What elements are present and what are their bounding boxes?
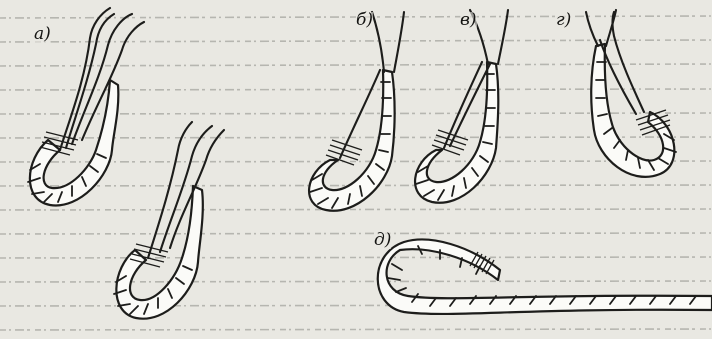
- panel-label-a: а): [34, 26, 51, 43]
- panel-label-g: г): [556, 12, 571, 29]
- eye-splice-d: [378, 240, 712, 314]
- eye-splice-b: [309, 12, 404, 211]
- eye-splice-v: [415, 10, 508, 203]
- eye-splice-a-bottom: [114, 122, 224, 319]
- eye-splice-g: [586, 10, 676, 177]
- panel-label-b: б): [356, 12, 373, 29]
- panel-label-d: д): [374, 232, 391, 249]
- panel-label-v: в): [460, 12, 477, 29]
